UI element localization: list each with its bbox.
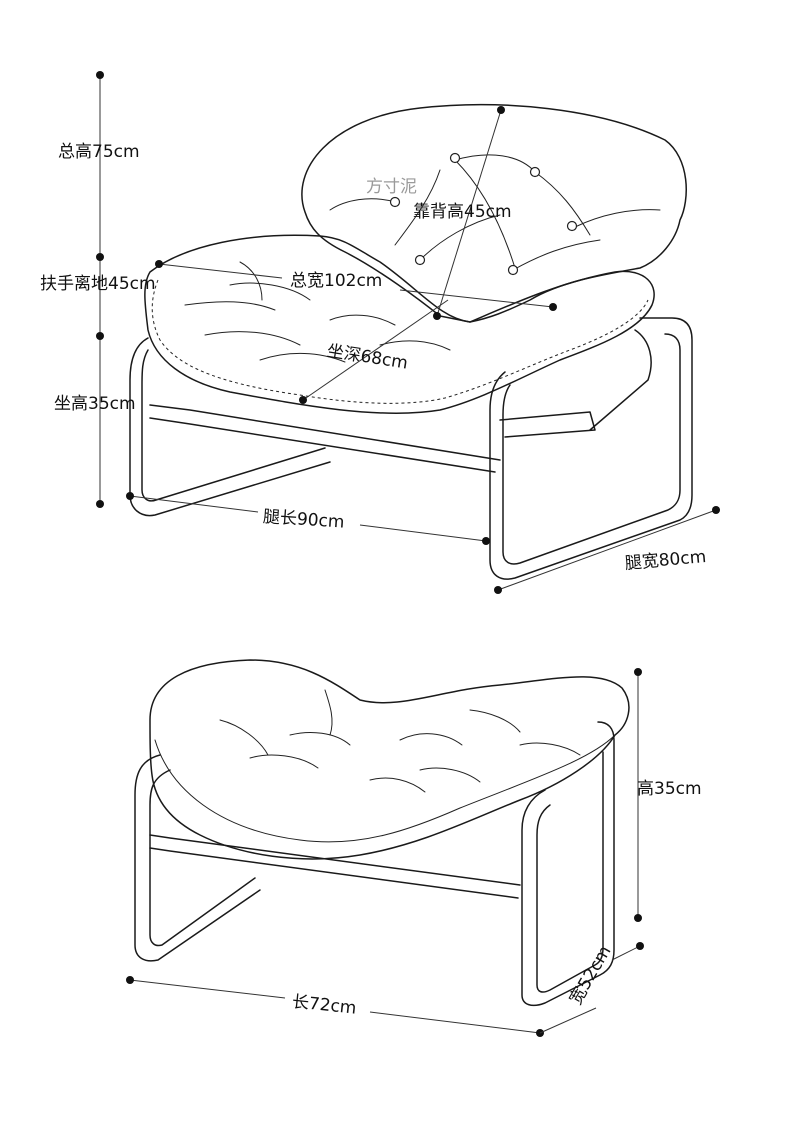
armrest-height-label: 扶手离地45cm	[40, 274, 156, 294]
tuft-button	[529, 166, 541, 178]
watermark: 方寸泥	[366, 177, 417, 197]
chair-dimensions	[96, 71, 720, 594]
ottoman-drawing	[134, 659, 630, 1007]
ottoman-height-label: 高35cm	[637, 779, 702, 799]
tuft-button	[507, 264, 519, 276]
total-height-label: 总高75cm	[58, 142, 140, 162]
chair-frame-left	[129, 337, 331, 517]
chair-backrest	[301, 103, 687, 323]
chair-drawing	[129, 103, 693, 580]
ottoman-cushion	[149, 659, 630, 860]
total-width-label: 总宽102cm	[290, 271, 383, 291]
chair-seat	[144, 234, 655, 414]
tuft-button	[449, 152, 461, 164]
ottoman-dimensions	[126, 668, 644, 1037]
tuft-button	[389, 196, 401, 208]
ottoman-frame	[134, 721, 615, 1007]
tuft-button	[414, 254, 426, 266]
seat-height-label: 坐高35cm	[54, 394, 136, 414]
backrest-height-label: 靠背高45cm	[413, 202, 512, 222]
seat-piping	[151, 279, 649, 404]
chair-frame-right	[489, 317, 693, 580]
tuft-button	[566, 220, 578, 232]
chair-crossbar	[149, 404, 501, 473]
